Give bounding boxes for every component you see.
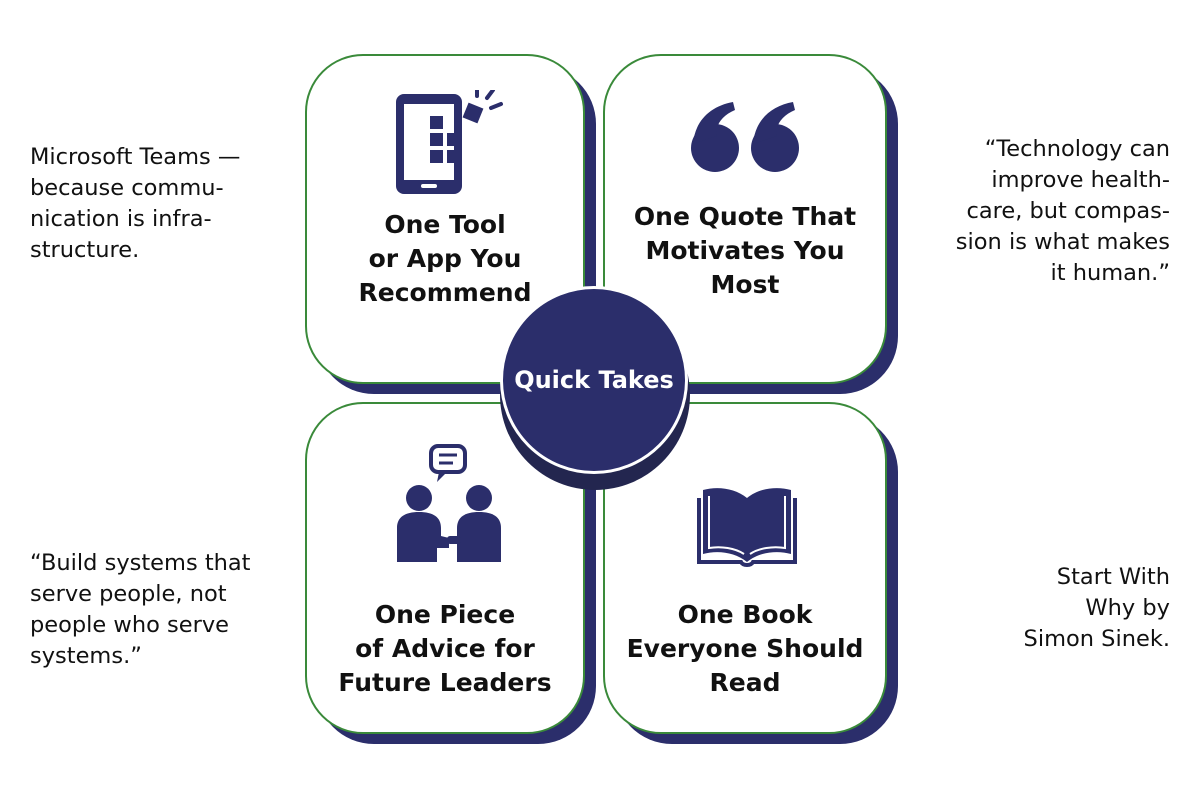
tool-card-title: One Tool or App You Recommend: [358, 210, 532, 307]
book-card-title: One Book Everyone Should Read: [626, 600, 864, 697]
quotation-marks-icon: [691, 102, 799, 172]
quote-answer: “Technology can improve health- care, bu…: [955, 136, 1170, 286]
tablet-app-icon: [396, 90, 503, 194]
quote-card-title: One Quote That Motivates You Most: [633, 202, 857, 299]
open-book-icon: [697, 488, 797, 567]
tool-answer: Microsoft Teams — because commu- nicatio…: [30, 144, 241, 263]
mentoring-people-icon: [397, 444, 501, 562]
center-label: Quick Takes: [514, 366, 674, 394]
advice-answer: “Build systems that serve people, not pe…: [30, 550, 251, 669]
center-circle: Quick Takes: [500, 286, 688, 474]
advice-card-title: One Piece of Advice for Future Leaders: [338, 600, 552, 697]
book-answer: Start With Why by Simon Sinek.: [1023, 564, 1170, 652]
